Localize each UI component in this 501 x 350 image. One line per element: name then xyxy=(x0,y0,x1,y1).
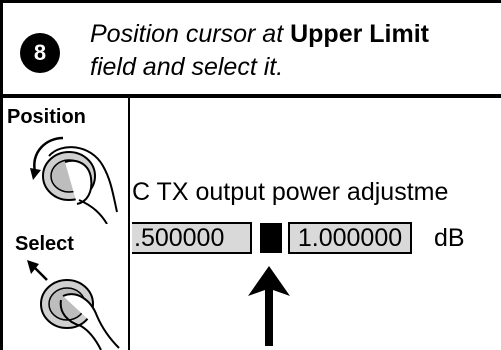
instruction-line1-emphasis: Upper Limit xyxy=(290,20,429,48)
instruction-header: 8 Position cursor at Upper Limit field a… xyxy=(0,0,501,94)
field-display-area: C TX output power adjustme .500000 1.000… xyxy=(132,98,501,350)
instruction-text: Position cursor at Upper Limit field and… xyxy=(90,18,429,84)
instruction-line1-prefix: Position cursor at xyxy=(90,20,284,48)
position-label: Position xyxy=(7,106,86,128)
step-number-badge: 8 xyxy=(20,33,60,73)
unit-label: dB xyxy=(434,224,465,252)
header-divider xyxy=(0,94,501,98)
rotary-knob-turn-icon xyxy=(30,136,118,224)
field-title: C TX output power adjustme xyxy=(132,178,449,206)
lower-limit-field[interactable]: .500000 xyxy=(132,222,252,254)
control-legend-column: Position Select xyxy=(0,98,130,350)
knob-press-icon xyxy=(27,260,120,350)
select-label: Select xyxy=(15,233,74,255)
upper-limit-field[interactable]: 1.000000 xyxy=(288,222,412,254)
cursor-block xyxy=(260,223,282,253)
arrow-up-icon xyxy=(248,266,290,346)
instruction-line2: field and select it. xyxy=(90,53,284,81)
limit-field-row: .500000 1.000000 dB xyxy=(132,222,501,256)
